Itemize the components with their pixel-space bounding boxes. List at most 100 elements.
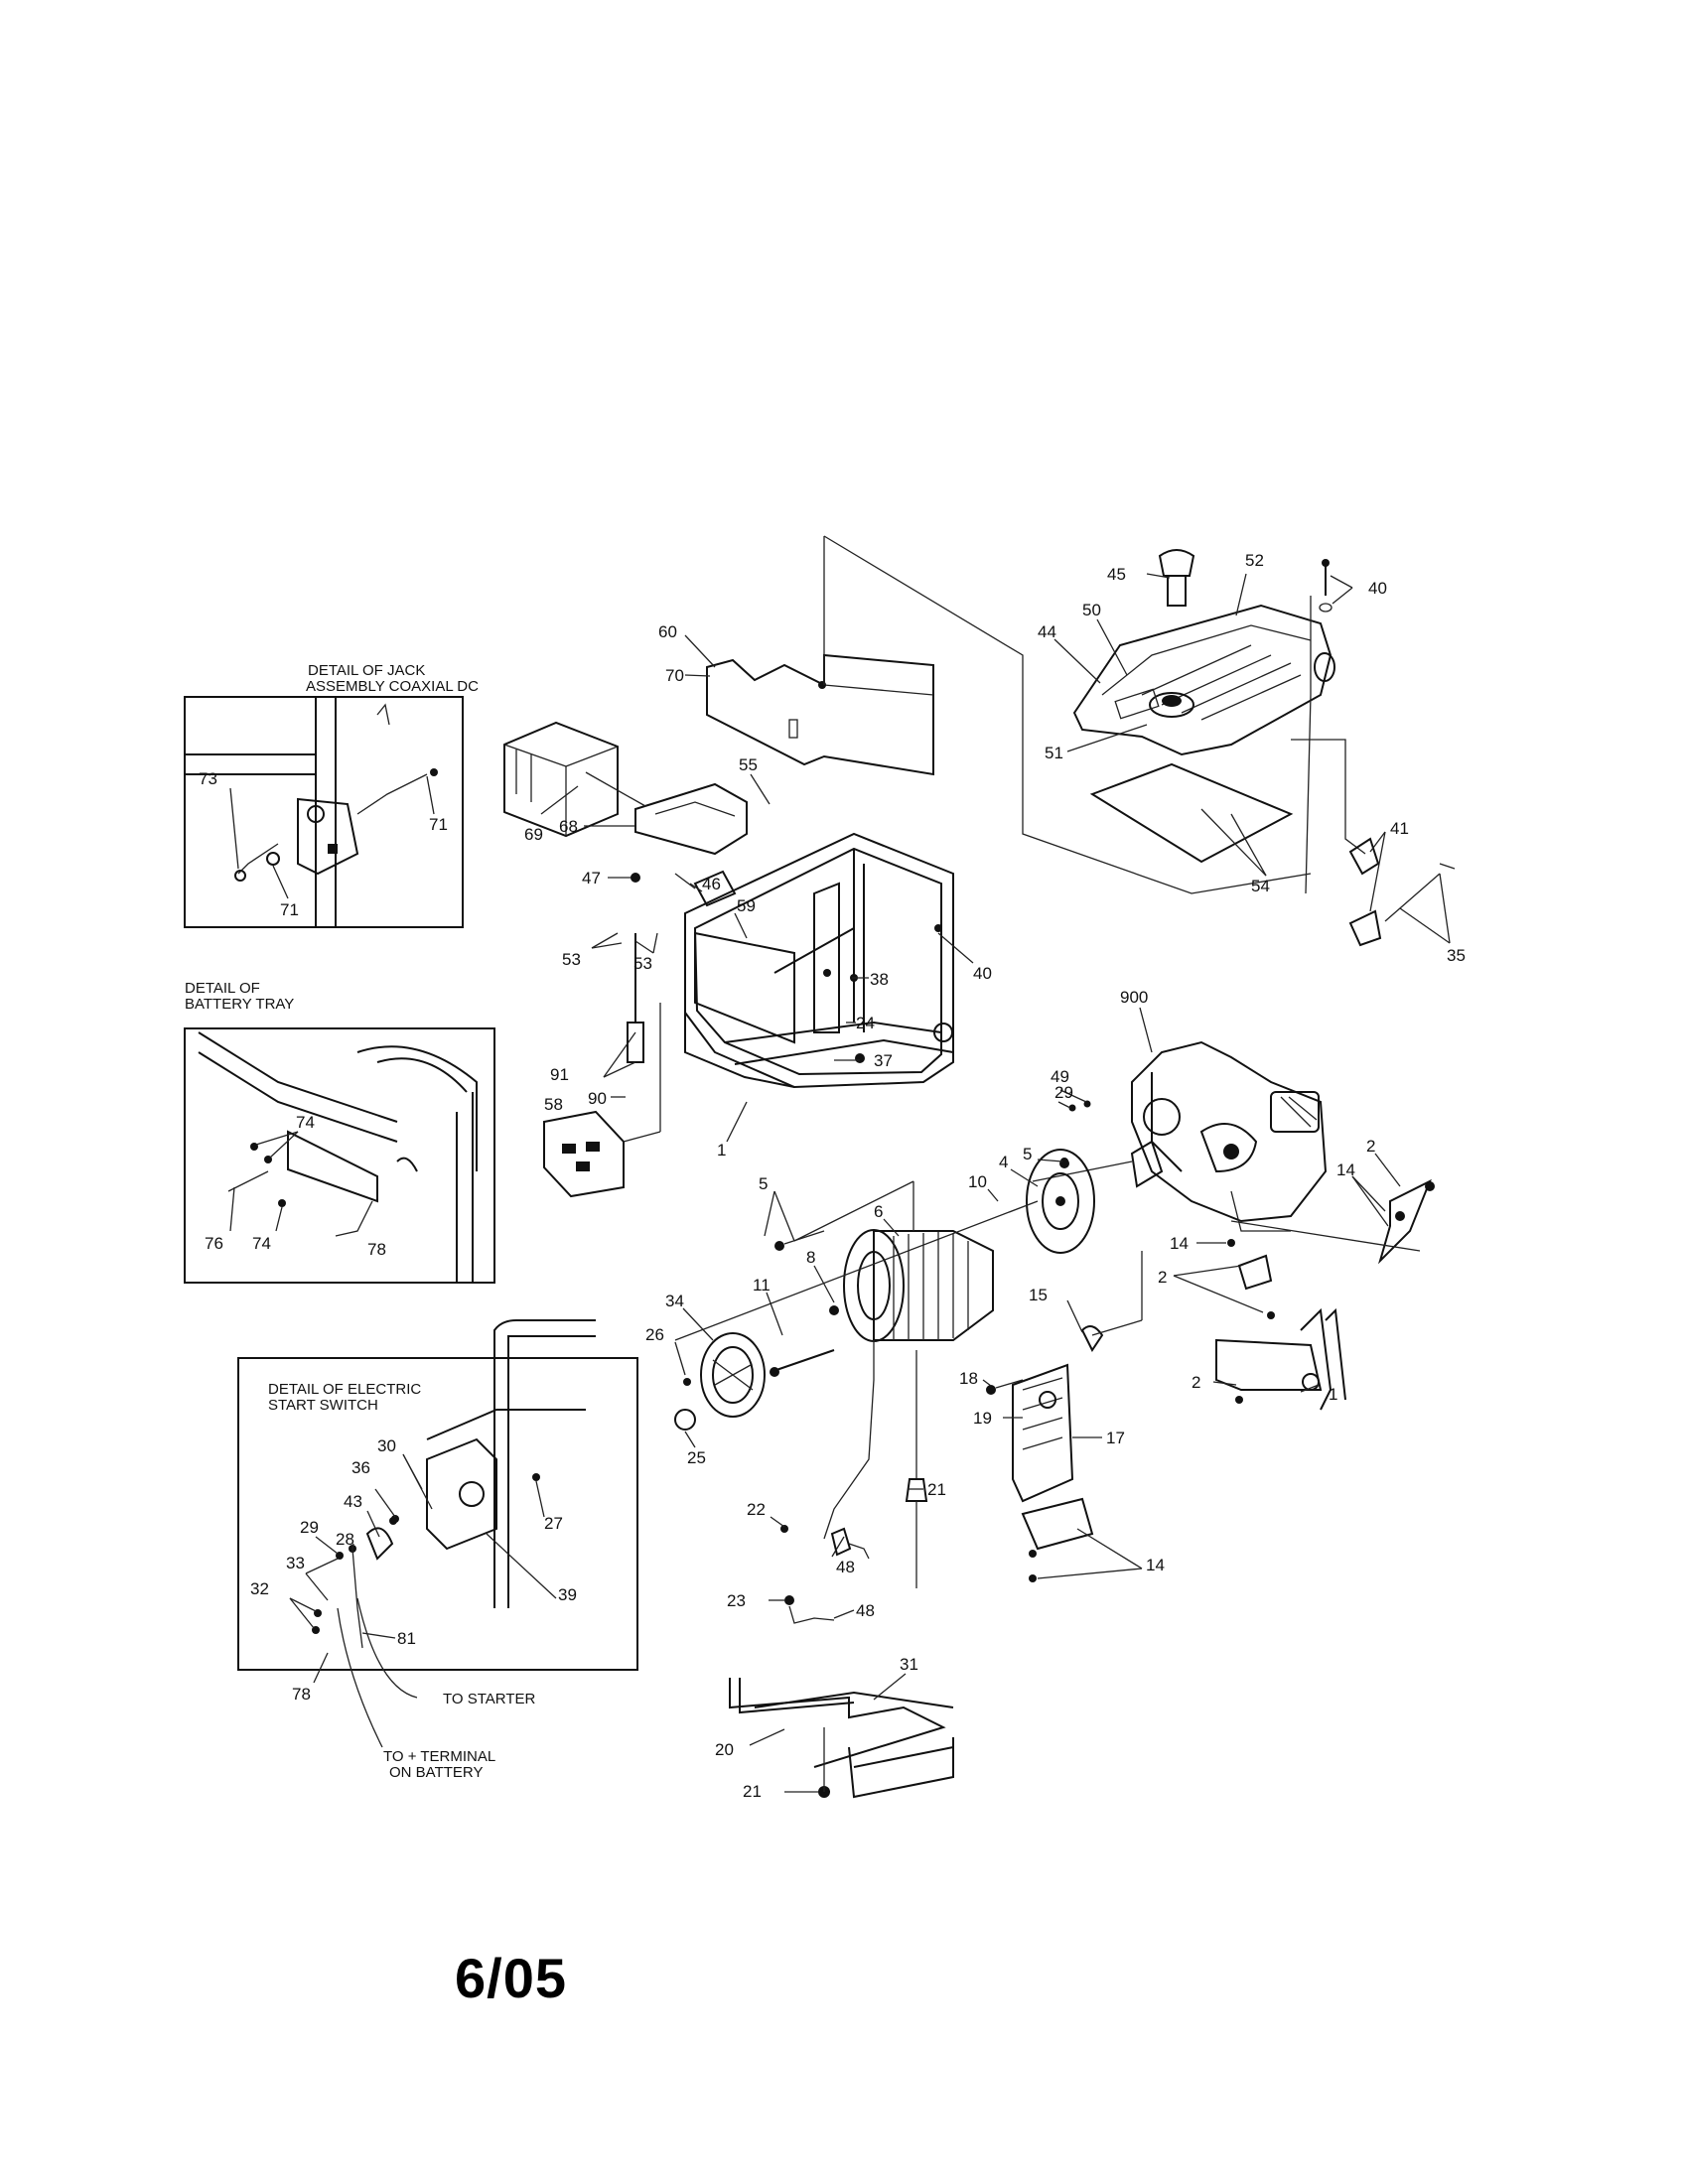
label-78-tray: 78 [367,1240,386,1259]
label-24: 24 [856,1014,875,1032]
rear-bearing-carrier [700,1332,766,1418]
label-69: 69 [524,825,543,844]
label-49: 49 [1051,1067,1069,1086]
label-41: 41 [1390,819,1409,838]
label-71-right: 71 [429,815,448,834]
label-15: 15 [1029,1286,1048,1304]
label-2-base: 2 [1192,1373,1200,1392]
label-2-foot: 2 [1158,1268,1167,1287]
bolt-14b [1227,1239,1235,1247]
detail-jack-title-2: ASSEMBLY COAXIAL DC [306,678,479,695]
label-10: 10 [968,1172,987,1191]
label-8: 8 [806,1248,815,1267]
label-32: 32 [250,1579,269,1598]
label-48-brush: 48 [836,1558,855,1576]
label-91: 91 [550,1065,569,1084]
label-40: 40 [1368,579,1387,598]
label-71-left: 71 [280,900,299,919]
bolt-5b [774,1230,825,1251]
engine [1131,1040,1328,1232]
label-50: 50 [1082,601,1101,619]
label-21-base: 21 [743,1782,762,1801]
fuel-tank [1072,604,1335,864]
panel-cover [694,931,795,1044]
label-37: 37 [874,1051,893,1070]
nut-47 [631,873,640,883]
label-1-frame: 1 [717,1141,726,1160]
through-bolt-11 [770,1349,835,1377]
label-35: 35 [1447,946,1466,965]
label-53-left: 53 [562,950,581,969]
label-78-switch: 78 [292,1685,311,1704]
label-73: 73 [199,769,217,788]
label-36: 36 [351,1458,370,1477]
handle-clip [674,870,737,907]
detail-jack-assembly [184,696,464,928]
date-code: 6/05 [455,1947,567,2009]
label-34: 34 [665,1292,684,1310]
frame-bracket [813,882,840,1033]
frame [684,832,954,1089]
label-74-top: 74 [296,1113,315,1132]
rotor-axis [674,1200,1039,1341]
bolt-40b [934,924,942,932]
label-29: 29 [1054,1083,1073,1102]
callout-to-terminal-2: ON BATTERY [389,1764,483,1781]
label-38: 38 [870,970,889,989]
detail-switch-title-2: START SWITCH [268,1397,378,1414]
bolt-5a [1059,1159,1069,1168]
label-5-rotor: 5 [1023,1145,1032,1163]
detail-battery-tray [184,1027,495,1284]
outlet-panel [543,1003,661,1198]
battery [503,721,619,838]
label-46: 46 [702,875,721,893]
fuel-cap [1158,549,1195,607]
detail-battery-title-1: DETAIL OF [185,980,260,997]
label-70: 70 [665,666,684,685]
detail-battery-title-2: BATTERY TRAY [185,996,294,1013]
to-terminal-lead [337,1607,383,1748]
cover-bracket [1021,1497,1094,1582]
label-60: 60 [658,622,677,641]
label-14-cover: 14 [1146,1556,1165,1574]
bolt-8 [829,1305,839,1315]
bolt-29a [1068,1104,1076,1112]
label-17: 17 [1106,1429,1125,1447]
label-14-foot: 14 [1170,1234,1189,1253]
label-39: 39 [558,1585,577,1604]
label-47: 47 [582,869,601,887]
label-54: 54 [1251,877,1270,895]
label-45: 45 [1107,565,1126,584]
fuel-line [1291,739,1366,855]
brush-assembly [780,1340,875,1560]
label-33: 33 [286,1554,305,1572]
label-19: 19 [973,1409,992,1428]
detail-jack-title-1: DETAIL OF JACK [308,662,425,679]
frame-foot [1215,1307,1346,1411]
label-1-foot: 1 [1329,1385,1337,1404]
callout-to-terminal-1: TO + TERMINAL [383,1748,495,1765]
label-76: 76 [205,1234,223,1253]
label-11: 11 [753,1276,771,1295]
label-48-wire: 48 [856,1601,875,1620]
label-22: 22 [747,1500,766,1519]
tank-mount-line [823,535,1312,894]
label-74-bottom: 74 [252,1234,271,1253]
label-52: 52 [1245,551,1264,570]
label-18: 18 [959,1369,978,1388]
label-44: 44 [1038,622,1056,641]
spark-plug-tool [627,933,644,1063]
label-5-stator: 5 [759,1174,768,1193]
bearing-25 [674,1409,696,1431]
label-40-frame: 40 [973,964,992,983]
base-frame [729,1678,954,1799]
label-55: 55 [739,755,758,774]
label-20: 20 [715,1740,734,1759]
alternator-cover [1012,1363,1074,1503]
wire-23 [784,1595,835,1624]
tank-bolt [1319,559,1333,613]
label-53-right: 53 [633,954,652,973]
label-68: 68 [559,817,578,836]
bolt-37 [855,1053,865,1063]
bolt-26 [683,1378,691,1386]
